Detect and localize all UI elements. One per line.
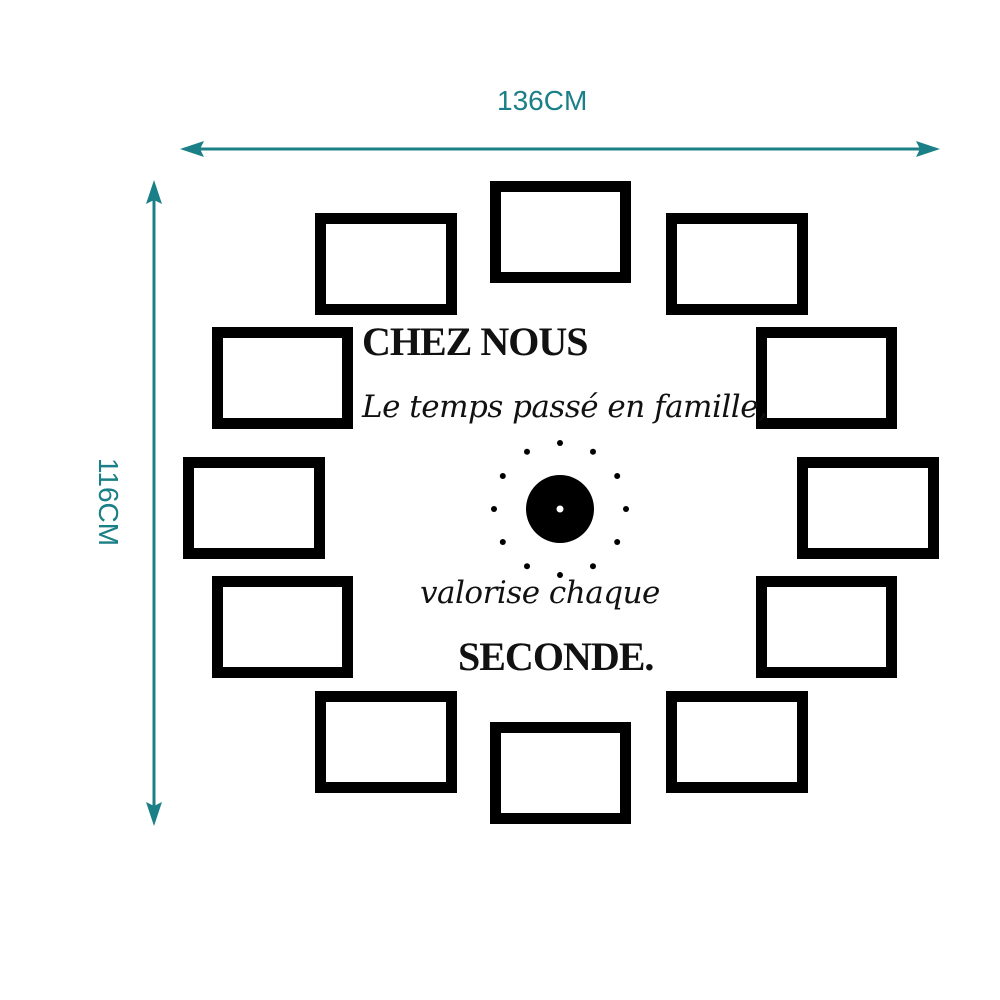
- photo-frame-top-left: [315, 213, 457, 315]
- decal-script-line-1: Le temps passé en famille,: [362, 389, 768, 425]
- width-dimension-label: 136CM: [497, 85, 588, 116]
- clock-tick-8: [499, 539, 506, 545]
- clock-tick-11: [524, 448, 530, 455]
- clock-tick-9: [491, 506, 497, 512]
- photo-frame-top: [490, 181, 631, 283]
- photo-frame-bottom-right: [666, 691, 808, 793]
- height-dimension-label: 116CM: [93, 457, 124, 547]
- photo-frame-left-lower: [212, 576, 353, 678]
- decal-title: CHEZ NOUS: [362, 319, 588, 364]
- width-arrow-icon: [180, 141, 940, 157]
- clock-tick-10: [499, 473, 506, 479]
- photo-frame-left: [183, 457, 325, 559]
- clock-tick-3: [623, 506, 629, 512]
- clock-tick-6: [557, 572, 563, 578]
- height-arrow-icon: [146, 180, 162, 826]
- clock-tick-7: [524, 563, 530, 570]
- decal-script-line-2: valorise chaque: [420, 575, 660, 611]
- photo-frame-right: [797, 457, 939, 559]
- photo-frame-left-upper: [212, 327, 353, 429]
- clock-tick-2: [614, 473, 621, 479]
- clock-tick-4: [614, 539, 621, 545]
- photo-frame-bottom: [490, 722, 631, 824]
- clock-tick-12: [557, 440, 563, 446]
- clock-tick-5: [590, 563, 596, 570]
- clock-icon: [491, 440, 629, 578]
- photo-frame-top-right: [666, 213, 808, 315]
- photo-frame-right-lower: [756, 576, 897, 678]
- decal-closing-word: SECONDE.: [458, 634, 654, 679]
- photo-frame-right-upper: [756, 327, 897, 429]
- clock-center-pin: [556, 505, 564, 513]
- photo-frame-bottom-left: [315, 691, 457, 793]
- clock-tick-1: [590, 448, 596, 455]
